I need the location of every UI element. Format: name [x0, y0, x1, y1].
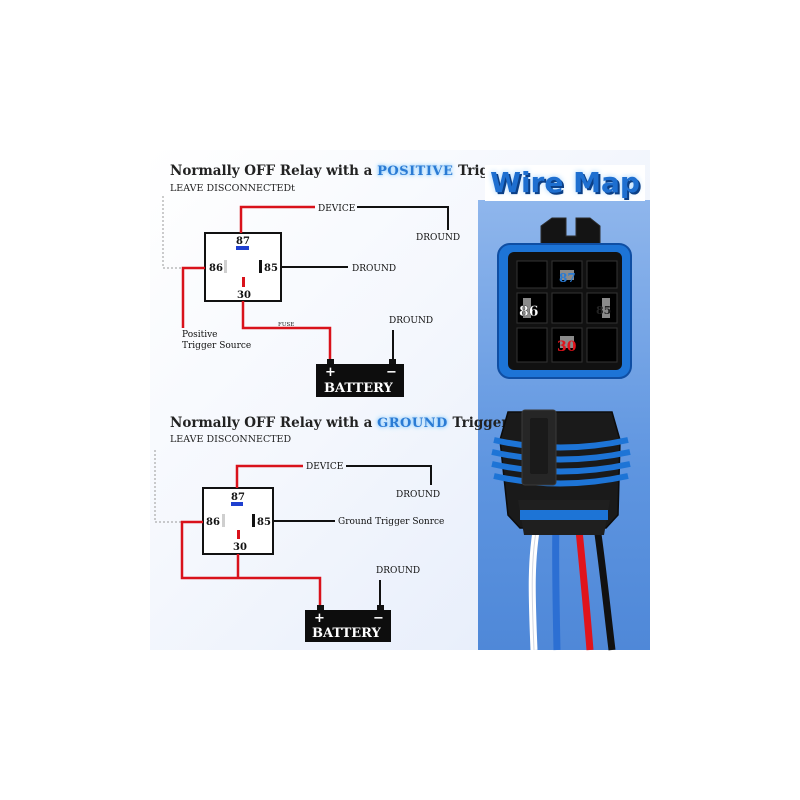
bottom-battery-label: BATTERY — [312, 626, 382, 641]
top-title-prefix: Normally OFF Relay with a — [170, 163, 373, 179]
top-wire-30-battery — [241, 301, 332, 362]
bottom-pin87-marker — [231, 502, 243, 506]
top-battery-plus: + — [325, 365, 336, 380]
top-pin87: 87 — [236, 236, 250, 247]
seal-ring-3 — [491, 461, 631, 475]
bottom-pin86-marker — [222, 514, 225, 527]
top-diagram: 87 86 85 30 DEVICE DROUND DROUND Positiv… — [162, 196, 460, 397]
bottom-pin85-marker — [252, 514, 255, 527]
top-battery — [316, 364, 404, 397]
harness-connector — [491, 409, 631, 651]
bottom-trigger-label: Ground Trigger Sonrce — [338, 517, 444, 527]
top-pin85: 85 — [264, 263, 278, 274]
bottom-ground1: DROUND — [396, 490, 440, 500]
bottom-pin87: 87 — [231, 492, 245, 503]
bottom-wire-87-device — [235, 464, 303, 488]
bottom-device-label: DEVICE — [306, 462, 343, 472]
top-title-highlight: POSITIVE — [377, 164, 454, 179]
top-trigger-line2: Trigger Source — [182, 341, 251, 351]
socket-cell — [586, 260, 618, 289]
bottom-title-highlight: GROUND — [377, 416, 448, 431]
wire-black — [592, 519, 616, 651]
socket-front: 87 86 85 30 — [497, 217, 632, 379]
bottom-title: Normally OFF Relay with a GROUND Trigger — [170, 415, 508, 431]
socket-cell — [516, 292, 548, 324]
wire-red — [574, 519, 594, 651]
seal-ring-2 — [491, 449, 631, 463]
socket-terminal-86 — [523, 298, 531, 318]
socket-terminal-87 — [560, 270, 574, 280]
bottom-wire-device-ground — [346, 465, 432, 485]
bottom-pin30-marker — [237, 530, 240, 539]
bottom-pin86: 86 — [206, 517, 220, 528]
bottom-wire-86-battery — [180, 520, 322, 607]
top-fuse-label: FUSE — [278, 322, 294, 328]
top-pin86-marker — [224, 260, 227, 273]
top-disconnected-line — [162, 196, 205, 269]
top-wire-device-ground — [357, 206, 449, 230]
top-ground2: DROUND — [352, 264, 396, 274]
wire-blue — [552, 519, 561, 651]
seal-ring-1 — [493, 437, 629, 451]
top-ground3: DROUND — [389, 316, 433, 326]
top-pin87-marker — [236, 246, 249, 250]
top-battery-minus-terminal — [389, 359, 396, 364]
bottom-title-prefix: Normally OFF Relay with a — [170, 415, 373, 431]
top-battery-minus: − — [386, 365, 397, 380]
top-pin86: 86 — [209, 263, 223, 274]
top-device-label: DEVICE — [318, 204, 355, 214]
bottom-battery — [305, 610, 391, 642]
top-subtitle: LEAVE DISCONNECTEDt — [170, 183, 295, 194]
bottom-battery-minus: − — [373, 611, 384, 626]
top-trigger-line1: Positive — [182, 330, 218, 340]
harness-latch-inner — [530, 418, 548, 474]
socket-pin30: 30 — [557, 339, 577, 355]
socket-cell — [516, 327, 548, 363]
bottom-battery-plus-terminal — [317, 605, 324, 610]
top-battery-label: BATTERY — [324, 381, 394, 396]
bottom-pin85: 85 — [257, 517, 271, 528]
top-ground1: DROUND — [416, 233, 460, 243]
top-wire-86-trigger — [181, 266, 205, 328]
socket-terminal-85 — [602, 298, 610, 318]
socket-pin85: 85 — [596, 304, 611, 317]
socket-pin87: 87 — [559, 271, 576, 285]
socket-terminal-30 — [560, 336, 574, 348]
socket-cell — [516, 260, 548, 289]
top-pin85-marker — [259, 260, 262, 273]
top-wire-87-device — [239, 205, 315, 233]
bottom-ground2: DROUND — [376, 566, 420, 576]
socket-cell — [586, 327, 618, 363]
top-pin30: 30 — [237, 290, 251, 301]
bottom-title-suffix: Trigger — [452, 415, 509, 431]
bottom-diagram: 87 86 85 30 DEVICE DROUND Ground Trigger… — [154, 450, 444, 642]
socket-cell — [551, 292, 583, 324]
top-pin30-marker — [242, 277, 245, 287]
top-battery-plus-terminal — [327, 359, 334, 364]
wire-map-title: Wire Map — [485, 165, 645, 201]
socket-pin86: 86 — [519, 304, 538, 320]
seal-ring-4 — [493, 473, 629, 487]
bottom-battery-minus-terminal — [377, 605, 384, 610]
bottom-disconnected-line — [154, 450, 203, 523]
harness-boot-blue — [520, 510, 608, 520]
bottom-battery-plus: + — [314, 611, 325, 626]
bottom-pin30: 30 — [233, 542, 247, 553]
bottom-subtitle: LEAVE DISCONNECTED — [170, 434, 292, 445]
